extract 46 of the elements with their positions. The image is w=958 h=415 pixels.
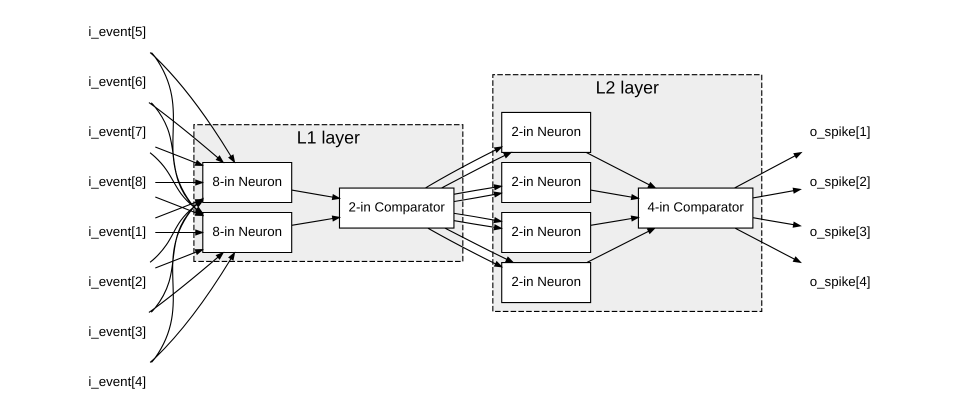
arrow — [154, 179, 204, 186]
arrow — [586, 152, 656, 189]
arrow — [154, 248, 204, 269]
node-text: i_event[6] — [88, 74, 146, 89]
arrow — [752, 217, 802, 228]
node-text: i_event[4] — [88, 374, 146, 389]
arrow — [149, 251, 235, 363]
arrow — [590, 189, 640, 200]
node-text: i_event[7] — [88, 124, 146, 139]
arrow — [154, 229, 204, 236]
arrow — [424, 146, 503, 188]
arrow — [291, 189, 341, 200]
node-box: 8-in Neuron — [202, 162, 292, 204]
arrow — [148, 102, 224, 164]
arrow — [752, 188, 802, 198]
node-box: 2-in Neuron — [500, 112, 591, 154]
arrow — [454, 184, 502, 195]
arrow — [148, 252, 224, 313]
arrow — [586, 227, 656, 263]
arrow — [454, 191, 502, 202]
node-text: i_event[1] — [88, 224, 146, 239]
node-text: i_event[8] — [88, 174, 146, 189]
arrow — [734, 228, 802, 264]
node-text: o_spike[3] — [809, 224, 870, 239]
node-box: 2-in Comparator — [338, 188, 454, 229]
node-text: o_spike[2] — [809, 174, 870, 189]
node-text: o_spike[1] — [809, 124, 870, 139]
arrow — [149, 52, 235, 164]
arrow — [444, 228, 514, 264]
node-box: 2-in Neuron — [500, 162, 591, 204]
arrow — [427, 228, 503, 268]
node-text: i_event[3] — [88, 324, 146, 339]
node-box: 2-in Neuron — [500, 262, 591, 304]
arrow — [454, 212, 502, 224]
node-text: i_event[5] — [88, 24, 146, 39]
arrow — [454, 220, 502, 230]
node-box: 8-in Neuron — [202, 212, 292, 254]
arrow — [291, 216, 341, 226]
node-box: 2-in Neuron — [500, 212, 591, 254]
arrow — [734, 152, 802, 188]
arrow — [440, 152, 512, 189]
arrow — [154, 146, 204, 166]
node-text: o_spike[4] — [809, 274, 870, 289]
node-text: i_event[2] — [88, 274, 146, 289]
node-box: 4-in Comparator — [637, 188, 753, 229]
arrow — [590, 216, 640, 226]
